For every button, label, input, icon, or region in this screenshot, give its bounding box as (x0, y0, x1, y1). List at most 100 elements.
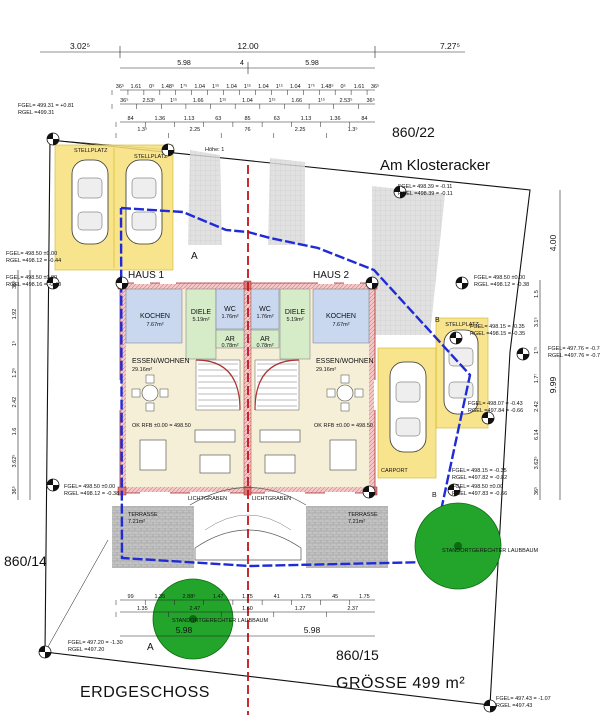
dimension-label: 1¹⁵ (318, 97, 325, 104)
dimension-label: 1.66 (291, 98, 302, 104)
dimension-label: 45 (332, 594, 338, 600)
dimension-label: 2.47 (190, 606, 201, 612)
elevation-label: RGEL =497.82 = -0.82 (452, 475, 507, 481)
dimension-label: 1¹⁵ (244, 83, 251, 90)
dimension-label: 2.42 (534, 401, 540, 412)
dimension-label: 3.62⁵ (11, 454, 18, 467)
car-icon (125, 159, 163, 245)
elevation-label: FGEL= 498.50 ±0.00 (6, 251, 57, 257)
ok-rfb-2: OK RFB ±0.00 = 498.50 (314, 423, 373, 429)
room-diele-2: DIELE (285, 309, 306, 316)
parcel-860-22: 860/22 (392, 124, 435, 140)
dimension-label: 1.6 (12, 428, 18, 436)
dimension-label: 1.04 (194, 84, 205, 90)
house-1-label: HAUS 1 (128, 270, 165, 281)
dimension-label: 1.48⁵ (321, 83, 334, 90)
dimension-label: 1.48⁵ (161, 83, 174, 90)
survey-point-icon (449, 331, 463, 345)
dimension-label: 1.27 (295, 606, 306, 612)
dimension-label: 84 (128, 116, 134, 122)
dimension-label: 1.75 (301, 594, 312, 600)
elevation-label: RGEL =497.83 = -0.66 (452, 491, 507, 497)
room-essen-1-area: 29.16m² (132, 367, 152, 373)
ok-rfb-1: OK RFB ±0.00 = 498.50 (132, 423, 191, 429)
dimension-label: 1.3⁵ (137, 126, 147, 133)
elevation-label: FGEL= 498.50 ±0.00 (64, 484, 115, 490)
dimension-label: 1.36 (330, 116, 341, 122)
chair (131, 388, 141, 398)
elevation-label: FGEL= 497.20 = -1.30 (68, 640, 123, 646)
tree-icon (414, 502, 502, 590)
survey-point-icon (38, 645, 52, 659)
dimension-label: 63 (215, 116, 221, 122)
dimension-label: 1¹⁵ (212, 83, 219, 90)
dimension-label: 1.04 (258, 84, 269, 90)
room-ar-1-area: 0.78m² (221, 343, 238, 349)
survey-point-icon (362, 485, 376, 499)
hoehe-note: Höhe: 1 (205, 147, 224, 153)
dimension-label: 84 (361, 116, 367, 122)
dimension-label: 1.35 (137, 606, 148, 612)
parcel-boundary (44, 139, 531, 706)
dimension-label: 36⁵ (120, 97, 128, 104)
elevation-label: FGEL= 498.07 = -0.43 (468, 401, 523, 407)
dimension-label: 76 (244, 127, 250, 133)
room-wc-2: WC (259, 306, 271, 313)
survey-point-icon (46, 478, 60, 492)
dimension-label: 1.75 (359, 594, 370, 600)
tree-label-2: STANDORTGERECHTER LAUBBAUM (172, 618, 268, 624)
elevation-label: RGEL =497.43 (496, 703, 532, 709)
dimension-label: 2.88⁵ (183, 593, 196, 600)
dimension-label: 1.7⁷ (533, 374, 540, 384)
dimension-label: 1⁷⁵ (308, 83, 315, 90)
dimension-label: 2.37 (347, 606, 358, 612)
room-wc-1-area: 1.76m² (221, 314, 238, 320)
survey-point-icon (447, 483, 461, 497)
dimension-label: 1.66 (193, 98, 204, 104)
dimension-label: 36⁵ (11, 280, 18, 288)
terrace-1-area: 7.21m² (128, 519, 145, 525)
dim-bottom-house-2: 5.98 (304, 625, 321, 635)
survey-point-icon (46, 276, 60, 290)
chair (145, 374, 155, 384)
dimension-label: 3.1⁵ (533, 317, 540, 327)
terrace-2-label: TERRASSE (348, 512, 378, 518)
room-wc-2-area: 1.76m² (256, 314, 273, 320)
elevation-label: RGEL =498.15 = -0.35 (470, 331, 525, 337)
chair (340, 374, 350, 384)
elevation-label: FGEL= 498.50 ±0.00 (6, 275, 57, 281)
dimension-label: 1⁷⁵ (180, 83, 187, 90)
dimension-label: 1.75 (242, 594, 253, 600)
dimension-label: 85 (244, 116, 250, 122)
dimension-label: 1.13 (301, 116, 312, 122)
stellplatz-label-3: STELLPLATZ (445, 322, 479, 328)
terrace-1-label: TERRASSE (128, 512, 158, 518)
elevation-label: RGEL =497.76 = -0.74 (548, 353, 600, 359)
elevation-label: FGEL= 498.50 ±0.00 (452, 484, 503, 490)
carport-label: CARPORT (381, 468, 408, 474)
dimension-label: 1¹⁵ (276, 83, 283, 90)
room-ar-1: AR (225, 336, 235, 343)
elevation-label: RGEL =498.39 = -0.11 (398, 191, 453, 197)
survey-point-icon (115, 276, 129, 290)
dimension-label: 1⁵ (11, 341, 18, 346)
dimension-label: 1.2⁵ (11, 368, 18, 378)
car-icon (389, 361, 427, 453)
dimension-label: 1¹⁵ (219, 97, 226, 104)
dim-top-left: 3.02⁵ (70, 41, 90, 51)
survey-point-icon (481, 411, 495, 425)
dim-right-4: 4.00 (548, 234, 558, 251)
chair (145, 402, 155, 412)
dimension-label: 2.25 (295, 127, 306, 133)
lichtgraben-label-2: LICHTGRABEN (252, 496, 291, 502)
room-kochen-1: KOCHEN (140, 313, 170, 320)
elevation-label: FGEL= 497.76 = -0.74 (548, 346, 600, 352)
driveway-3 (372, 186, 445, 335)
room-essen-2-area: 29.16m² (316, 367, 336, 373)
room-kochen-2: KOCHEN (326, 313, 356, 320)
